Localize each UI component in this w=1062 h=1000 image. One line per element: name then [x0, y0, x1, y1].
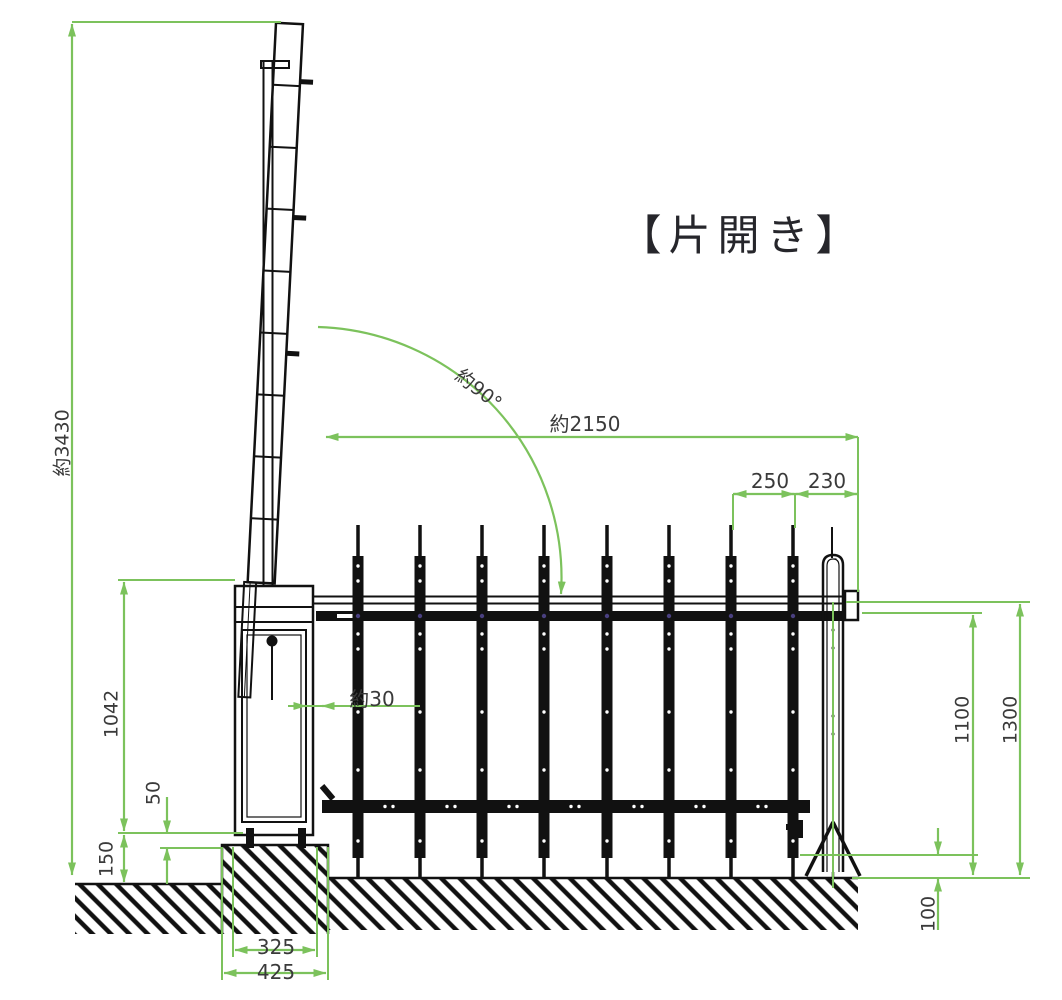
pivot-bolt — [266, 635, 278, 647]
dim-label-gate-length: 約2150 — [549, 412, 621, 436]
gate-bottom-rail — [319, 784, 810, 838]
diagram-title: 【片開き】 — [619, 211, 865, 260]
foundation-block — [220, 828, 330, 934]
dim-label-ground-clearance: 100 — [917, 895, 940, 933]
fence-pickets — [352, 525, 799, 878]
dim-label-base-width: 325 — [256, 935, 296, 959]
open-gate-panel — [237, 21, 314, 699]
dim-label-foundation-width: 425 — [256, 960, 296, 984]
ground-hatch-right — [328, 876, 858, 930]
swing-arc — [317, 325, 566, 595]
dim-label-pitch-250: 250 — [750, 469, 790, 493]
drive-post-box — [233, 584, 315, 837]
dim-label-pitch-230: 230 — [807, 469, 847, 493]
a-frame-leg — [804, 821, 835, 877]
dim-label-total-height: 約3430 — [51, 409, 74, 477]
dim-label-picket-height: 1100 — [951, 695, 974, 745]
guide-bracket — [786, 824, 802, 830]
a-frame-leg — [831, 821, 862, 877]
panel-slat-joints — [250, 83, 300, 521]
ground-hatch-left — [75, 882, 222, 934]
dim-label-gate-height: 1300 — [999, 695, 1022, 745]
dim-label-mount-gap: 50 — [142, 780, 165, 806]
dim-label-post-height: 1042 — [100, 689, 123, 739]
dim-label-foundation-depth: 150 — [95, 840, 118, 878]
gate-top-rail — [313, 589, 860, 622]
dimension-lines — [68, 21, 1030, 980]
rail-end-cap — [843, 589, 860, 622]
gate-mast — [260, 60, 290, 587]
dim-label-panel-thickness: 約30 — [349, 687, 395, 711]
